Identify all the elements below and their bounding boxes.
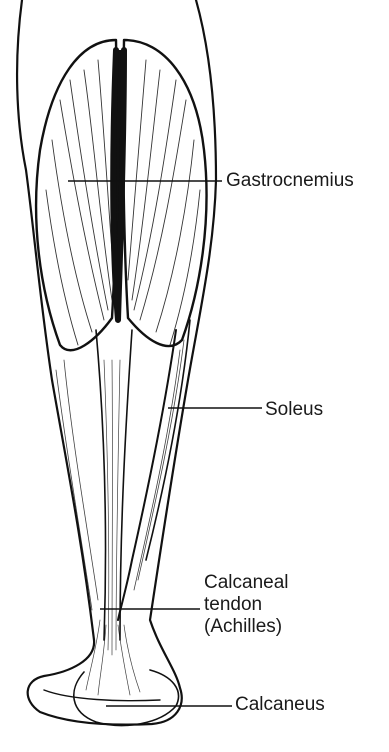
tendon-label-line-3: (Achilles) <box>204 616 289 638</box>
tendon-label-line-2: tendon <box>204 594 289 616</box>
soleus-muscle <box>56 320 190 620</box>
calcaneal-tendon-label: Calcaneal tendon (Achilles) <box>204 572 289 638</box>
gastrocnemius-label: Gastrocnemius <box>226 170 354 192</box>
gastrocnemius-muscle <box>36 40 206 350</box>
tendon-label-line-1: Calcaneal <box>204 572 289 594</box>
calcaneus-label: Calcaneus <box>235 694 325 716</box>
soleus-label: Soleus <box>265 399 323 421</box>
calcaneus-bone <box>74 670 179 725</box>
